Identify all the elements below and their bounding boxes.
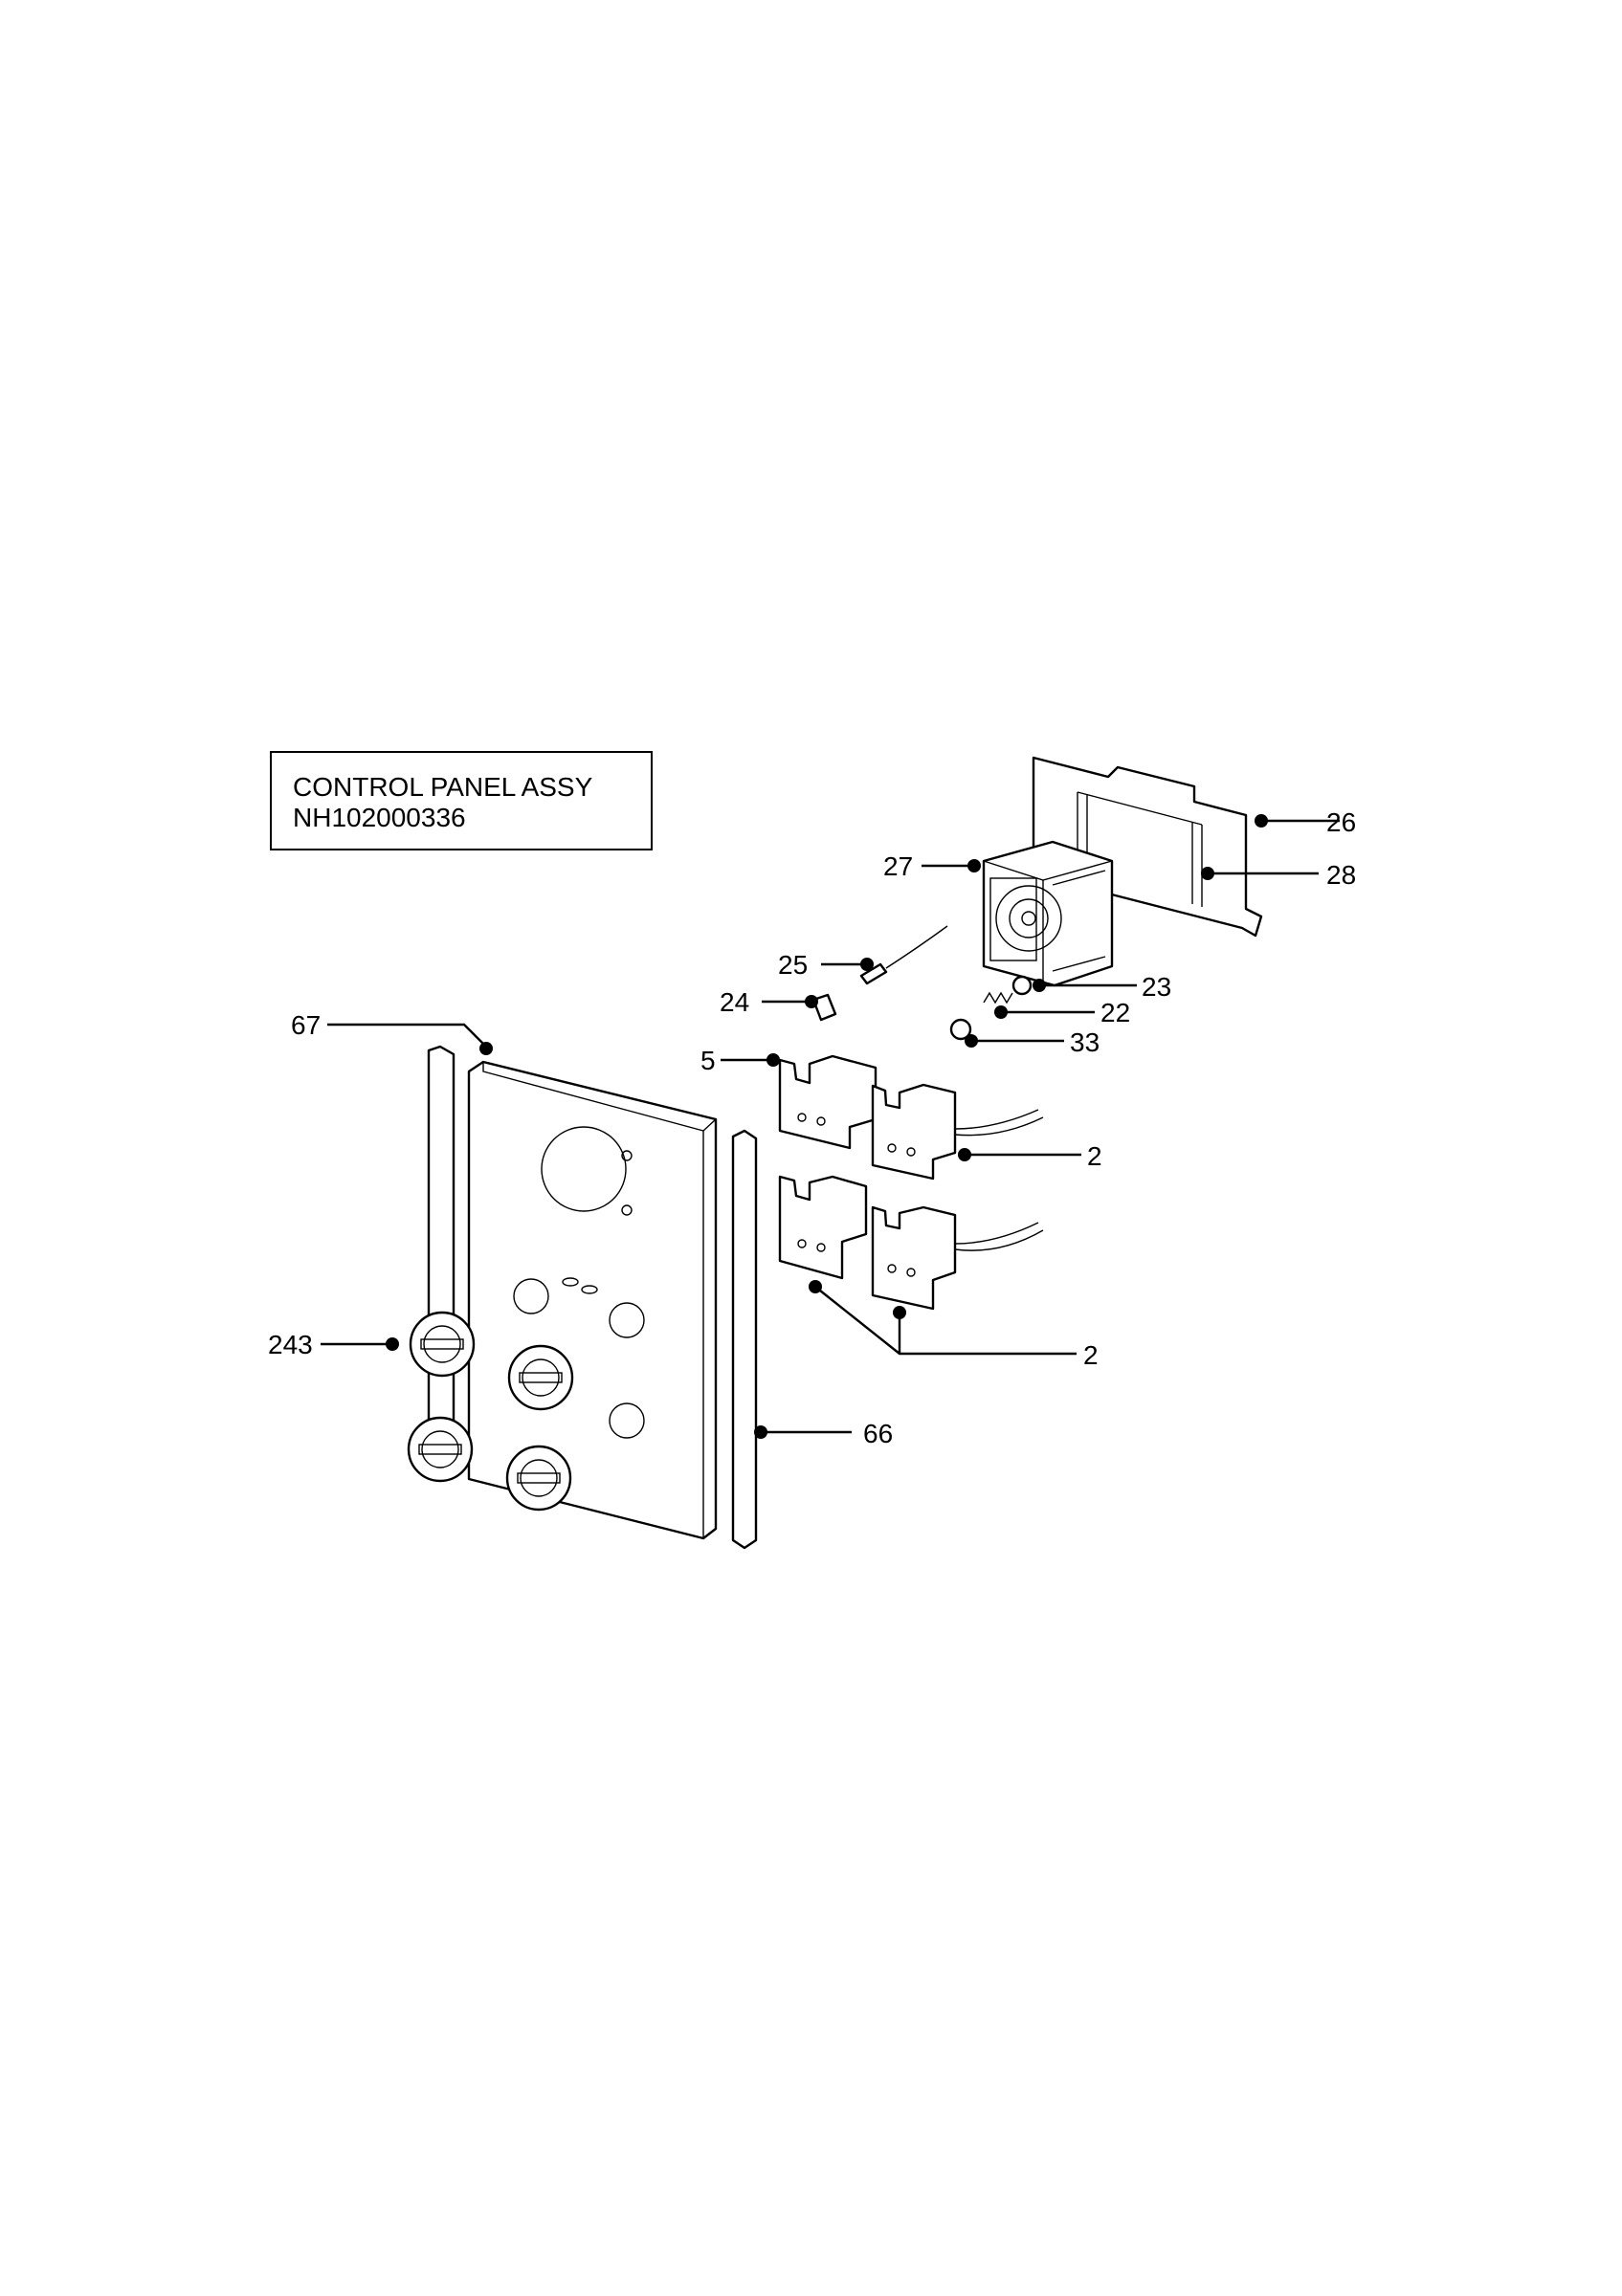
knob-1: [409, 1311, 476, 1378]
switch-upper-left: [778, 1054, 878, 1150]
rotary-switches: [778, 1054, 1044, 1311]
knob-2: [507, 1344, 574, 1411]
callout-23: 23: [1142, 972, 1171, 1002]
knob-4: [505, 1445, 572, 1512]
front-panel: [467, 1060, 718, 1540]
part-25-clip: [859, 962, 888, 985]
callout-24: 24: [720, 987, 749, 1017]
part-22-spring: [983, 991, 1013, 1004]
leader-lines: [321, 814, 1340, 1439]
title-block: CONTROL PANEL ASSY NH102000336: [270, 751, 653, 850]
part-23-cap: [1011, 975, 1033, 996]
switch-lower-left: [778, 1175, 868, 1280]
callout-66: 66: [863, 1419, 893, 1448]
small-parts: [811, 925, 1033, 1041]
switch-upper-right: [871, 1083, 1044, 1181]
assembly-name: CONTROL PANEL ASSY: [293, 772, 593, 802]
callout-67: 67: [291, 1010, 321, 1040]
callout-26: 26: [1326, 807, 1356, 837]
callout-5: 5: [700, 1046, 716, 1075]
assembly-code: NH102000336: [293, 803, 466, 832]
left-trim: [427, 1045, 455, 1481]
callout-25: 25: [778, 950, 808, 980]
right-trim-66: [731, 1129, 758, 1550]
callout-243: 243: [268, 1330, 313, 1359]
part-33-knob-cap: [949, 1018, 972, 1041]
switch-lower-right: [871, 1205, 1044, 1311]
callout-27: 27: [883, 851, 913, 881]
part-24-bushing: [811, 993, 837, 1022]
callout-2-upper: 2: [1087, 1141, 1102, 1171]
callout-28: 28: [1326, 860, 1356, 890]
callout-labels: 26 28 27 25 23 24 22 33 67 5 2 2 243 66: [268, 807, 1356, 1448]
timer-module: [982, 840, 1114, 987]
knob-3: [407, 1416, 474, 1483]
callout-2-lower: 2: [1083, 1340, 1099, 1370]
callout-33: 33: [1070, 1027, 1100, 1057]
callout-22: 22: [1100, 998, 1130, 1027]
control-knobs: [407, 1311, 574, 1512]
